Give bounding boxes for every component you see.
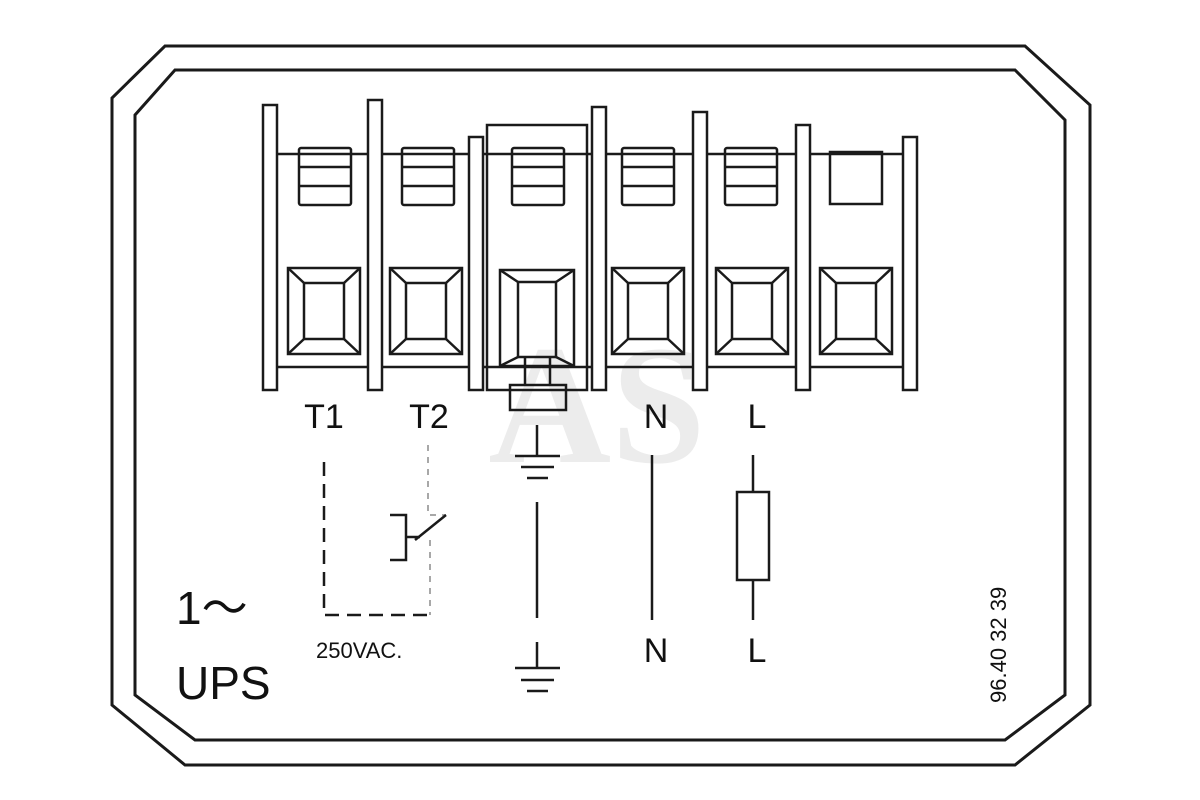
label-l-top: L — [748, 398, 767, 436]
t2-dashed-wire — [427, 445, 446, 516]
separator-plate — [901, 135, 919, 392]
relay-contact-icon — [390, 513, 447, 562]
label-l-bottom: L — [748, 632, 767, 670]
screw-head-l — [723, 146, 779, 207]
alarm-relay-circuit — [322, 445, 447, 617]
separator-plate — [794, 123, 812, 392]
label-n-top: N — [644, 398, 669, 436]
screw-head-earth — [510, 146, 566, 207]
label-t2: T2 — [409, 398, 449, 436]
inner-frame — [133, 68, 1067, 742]
clamp-empty — [818, 266, 894, 356]
separator-plate — [261, 103, 279, 392]
part-number: 96.40 32 39 — [986, 587, 1011, 703]
phase-label: 1～ — [176, 582, 248, 634]
t1-dashed-wire — [322, 462, 430, 617]
clamp-n — [610, 266, 686, 356]
screw-head-t1 — [297, 146, 353, 207]
separator-plate — [691, 110, 709, 392]
clamp-t2 — [388, 266, 464, 356]
terminal-block — [261, 98, 919, 412]
separator-plate — [366, 98, 384, 392]
voltage-label: 250VAC. — [316, 638, 402, 663]
screw-head-t2 — [400, 146, 456, 207]
label-t1: T1 — [304, 398, 344, 436]
clamp-t1 — [286, 266, 362, 356]
outer-frame — [110, 44, 1092, 767]
ground-icon-top — [515, 425, 560, 480]
ground-icon-bottom — [515, 642, 560, 693]
separator-plate — [590, 105, 608, 392]
fuse-icon — [735, 490, 771, 582]
screw-head-empty — [828, 150, 884, 206]
earth-terminal-housing — [485, 123, 589, 392]
ups-label: UPS — [176, 657, 271, 709]
separator-plate — [467, 135, 485, 392]
screw-head-n — [620, 146, 676, 207]
label-n-bottom: N — [644, 632, 669, 670]
clamp-l — [714, 266, 790, 356]
clamp-earth — [498, 268, 576, 412]
